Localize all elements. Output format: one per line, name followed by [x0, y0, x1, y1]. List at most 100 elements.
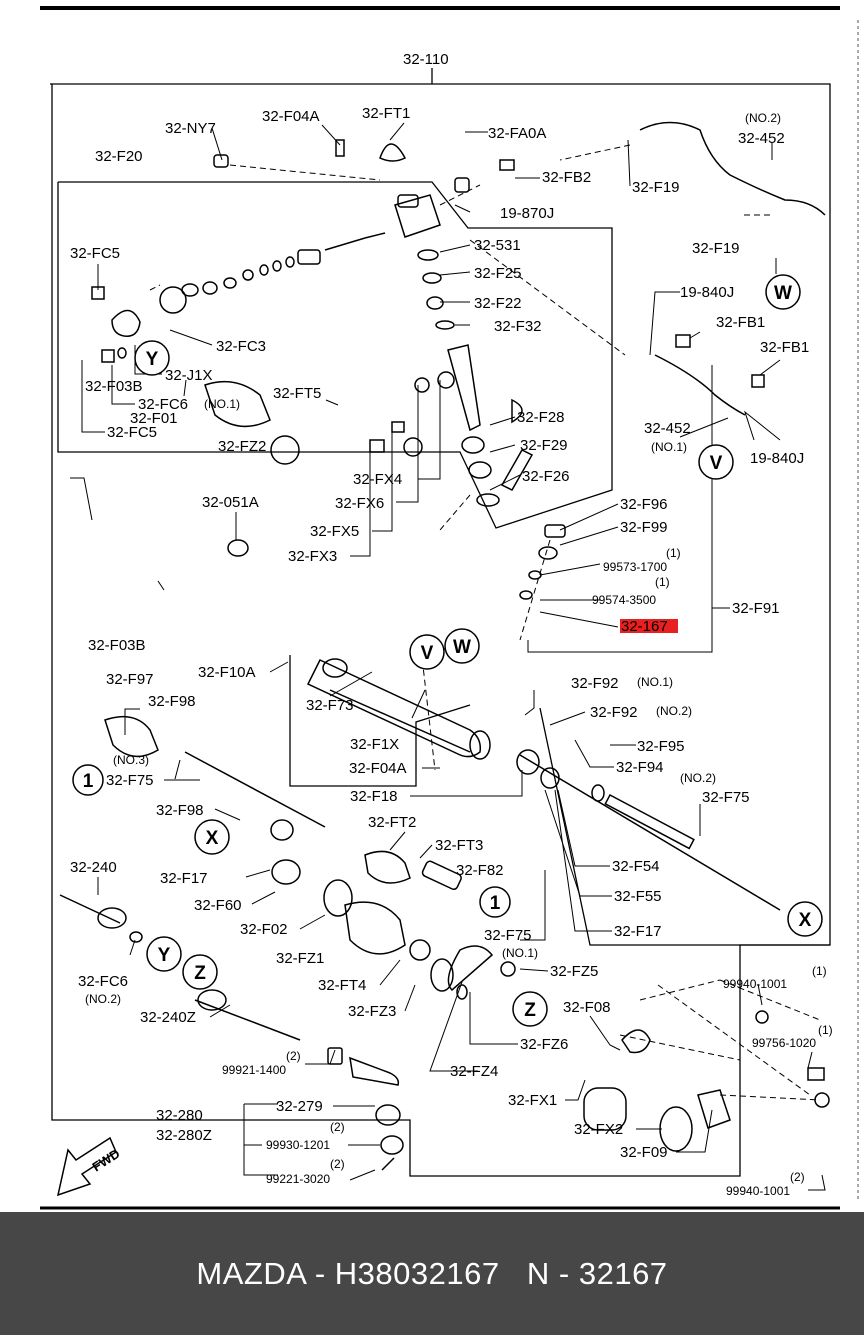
callout-v-rack: V [421, 643, 434, 664]
label-840j-bot: 19-840J [750, 450, 804, 467]
label-fx6: 32-FX6 [335, 495, 384, 512]
clamp-f08 [621, 1029, 651, 1054]
group-code: 32-110 [403, 51, 449, 68]
label-f98-top: 32-F98 [148, 693, 196, 710]
label-f25: 32-F25 [474, 265, 522, 282]
label-ft2: 32-FT2 [368, 814, 416, 831]
label-f08: 32-F08 [563, 999, 611, 1016]
bush-f17-left [270, 819, 294, 841]
tie-rod-end-280 [349, 1056, 400, 1086]
callout-z-left: Z [194, 963, 206, 984]
bush-fx4 [437, 371, 455, 389]
ring-f25 [422, 272, 442, 284]
label-f97: 32-F97 [106, 671, 154, 688]
tie-rod-f75-right [519, 754, 781, 911]
washer-fc6-no2 [129, 931, 143, 943]
steering-gear-exploded-diagram: FWD W V Y V W 1 X 1 X Y Z Z 32-110 32-NY… [40, 6, 859, 1210]
label-f75-left: 32-F75 [106, 772, 154, 789]
frames [50, 68, 831, 1177]
label-f99: 32-F99 [620, 519, 668, 536]
label-fz2: 32-FZ2 [218, 438, 266, 455]
label-f1x: 32-F1X [350, 736, 399, 753]
rack-teeth [604, 793, 695, 850]
input-shaft [364, 232, 386, 239]
callout-w-top: W [774, 283, 792, 304]
pinion-shaft [447, 344, 481, 432]
label-870j: 19-870J [500, 205, 554, 222]
label-f60: 32-F60 [194, 897, 242, 914]
label-fb1-a: 32-FB1 [716, 314, 765, 331]
label-fz1: 32-FZ1 [276, 950, 324, 967]
label-fx5: 32-FX5 [310, 523, 359, 540]
label-99930-1201: 99930-1201 [266, 1138, 330, 1152]
label-no2-top: (NO.2) [745, 111, 781, 125]
adjust-plug-f96 [544, 524, 566, 538]
callout-w-rack-ring [444, 628, 480, 664]
label-f26: 32-F26 [522, 468, 570, 485]
label-240z: 32-240Z [140, 1009, 196, 1026]
bearing-f28 [461, 436, 485, 454]
label-f03b-top: 32-F03B [85, 378, 143, 395]
bolt-1020 [807, 1067, 825, 1081]
rack-end-right [469, 730, 491, 760]
tie-rod-f75-left [184, 751, 326, 828]
label-99221-3020: 99221-3020 [266, 1172, 330, 1186]
yoke-167 [511, 398, 523, 424]
label-f55: 32-F55 [614, 888, 662, 905]
qty-1400: (2) [286, 1049, 301, 1063]
washer-fz6 [456, 984, 468, 1000]
label-452-no1: (NO.1) [651, 440, 687, 454]
boot-f01 [204, 380, 271, 428]
spring-167 [500, 449, 534, 491]
label-fc3: 32-FC3 [216, 338, 266, 355]
pin-3020 [381, 1157, 395, 1171]
nut-1001-b [814, 1092, 830, 1108]
seal-ring-2 [202, 281, 218, 295]
callout-y-bot-ring [146, 936, 182, 972]
label-167: 32-167 [621, 618, 668, 635]
qty-1001: (1) [812, 964, 827, 978]
bolt-f04a [335, 139, 345, 157]
callout-v-mid-ring [698, 444, 734, 480]
seal-ring-5 [259, 264, 269, 276]
bolt-ny7 [213, 154, 229, 168]
label-f91: 32-F91 [732, 600, 780, 617]
bolt-fb1-b [751, 374, 765, 388]
qty-1700: (1) [666, 546, 681, 560]
qty-1001-b: (2) [790, 1170, 805, 1184]
label-j1x: 32-J1X [165, 367, 213, 384]
valve-cap [111, 309, 141, 337]
label-f75-mid: 32-F75 [484, 927, 532, 944]
leader-lines [70, 122, 826, 1191]
part-labels: 32-110 32-NY7 32-F04A 32-FT1 32-FA0A 32-… [70, 51, 833, 1198]
label-ny7: 32-NY7 [165, 120, 216, 137]
rack-housing-body [329, 689, 471, 753]
label-f09: 32-F09 [620, 1144, 668, 1161]
label-ft4: 32-FT4 [318, 977, 366, 994]
forward-arrow: FWD [56, 1136, 122, 1197]
bush-fx2 [659, 1106, 693, 1152]
label-99574-3500: 99574-3500 [592, 593, 656, 607]
valve-port [397, 194, 419, 208]
bush-fx6 [414, 377, 430, 393]
label-531: 32-531 [474, 237, 521, 254]
label-f02: 32-F02 [240, 921, 288, 938]
rack-mount-f10a [322, 658, 348, 678]
label-f92-a: 32-F92 [571, 675, 619, 692]
label-279: 32-279 [276, 1098, 323, 1115]
callout-z-right-ring [512, 991, 548, 1027]
qty-3020: (2) [330, 1157, 345, 1171]
label-f95: 32-F95 [637, 738, 685, 755]
boot-ft2 [364, 850, 411, 884]
label-452-bot: 32-452 [644, 420, 691, 437]
caption-text: MAZDA - H38032167 N - 32167 [196, 1255, 668, 1291]
highlight-32-167 [620, 619, 678, 633]
label-f75-no1: (NO.1) [502, 946, 538, 960]
label-ft3: 32-FT3 [435, 837, 483, 854]
label-f03b-bot: 32-F03B [88, 637, 146, 654]
joint-240z [197, 989, 227, 1011]
label-f29: 32-F29 [520, 437, 568, 454]
label-fc6-no1: (NO.1) [204, 397, 240, 411]
callout-1-right-ring [479, 886, 511, 918]
part-shapes [59, 121, 830, 1171]
